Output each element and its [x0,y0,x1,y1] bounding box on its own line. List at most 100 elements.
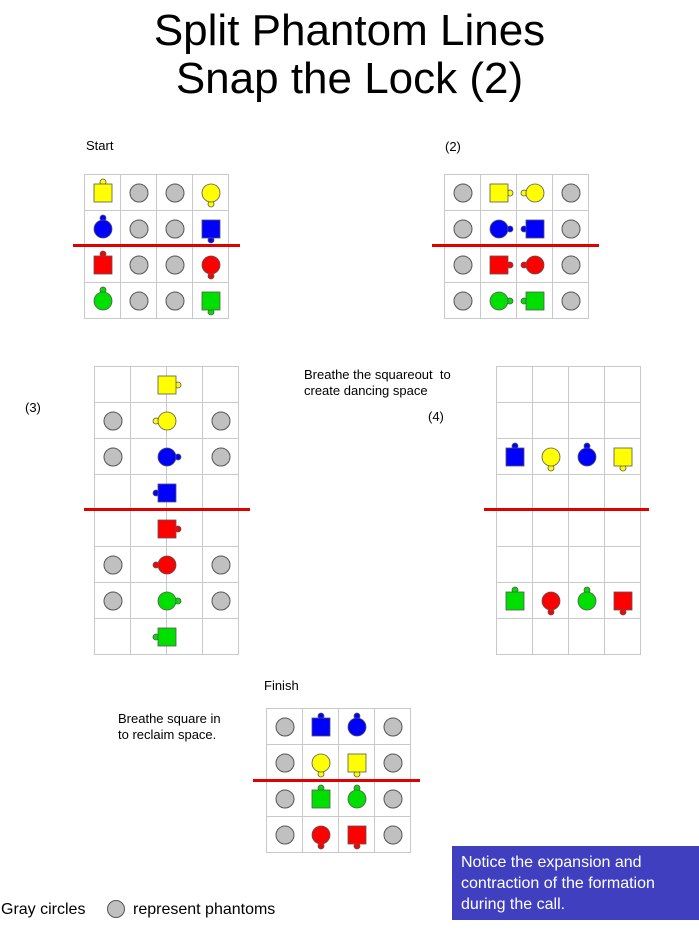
grid-cell [533,511,569,547]
grid-cell [267,709,303,745]
note-text: Notice the expansion and contraction of … [461,854,655,913]
phantom-dancer [165,183,185,203]
grid-cell [497,367,533,403]
grid-cell [167,475,203,511]
grid-cell [303,745,339,781]
yellow-circle-dancer [311,753,331,778]
grid-cell [95,547,131,583]
label-step2: (2) [445,139,461,154]
red-circle-dancer [311,825,331,850]
yellow-square-dancer [613,447,633,472]
grid-step2 [444,174,589,319]
phantom-dancer [165,291,185,311]
grid-cell [533,583,569,619]
grid-cell [517,175,553,211]
grid-cell [167,439,203,475]
title-line-1: Split Phantom Lines [153,6,546,55]
grid-cell [533,619,569,655]
phantom-dancer [561,219,581,239]
grid-cell [131,619,177,655]
legend-phantom-icon [107,900,125,918]
grid-cell [497,511,533,547]
grid-cell [497,403,533,439]
grid-cell [605,367,641,403]
grid-cell [167,403,203,439]
divider-line-finish [253,779,420,782]
phantom-dancer [561,183,581,203]
grid-cell [533,547,569,583]
grid-cell [605,511,641,547]
grid-cell [85,175,121,211]
red-square-dancer [157,519,182,539]
blue-circle-dancer [157,447,182,467]
legend-prefix: Gray circles [1,901,86,918]
grid-cell [481,211,517,247]
grid-cell [605,403,641,439]
phantom-dancer [103,447,123,467]
grid-cell [203,547,239,583]
grid-cell [131,403,177,439]
blue-square-dancer [311,712,331,737]
grid-cell [553,283,589,319]
grid-cell [203,511,239,547]
grid-cell [569,511,605,547]
blue-square-dancer [152,483,177,503]
blue-circle-dancer [577,442,597,467]
phantom-dancer [129,183,149,203]
phantom-dancer [211,555,231,575]
grid-cell [203,475,239,511]
grid-cell [85,211,121,247]
grid-cell [605,475,641,511]
label-finish: Finish [264,678,299,693]
yellow-square-dancer [489,183,514,203]
grid-cell [131,367,182,403]
label-breathe-in: Breathe square in to reclaim space. [118,711,221,742]
grid-cell [95,439,131,475]
yellow-circle-dancer [201,183,221,208]
grid-cell [569,403,605,439]
phantom-dancer [275,789,295,809]
grid-cell [569,547,605,583]
grid-cell [605,547,641,583]
label-breathe-out: Breathe the squareout to create dancing … [304,367,451,398]
grid-cell [203,367,239,403]
phantom-dancer [211,447,231,467]
green-circle-dancer [489,291,514,311]
phantom-dancer [165,255,185,275]
yellow-circle-dancer [152,411,177,431]
green-circle-dancer [577,586,597,611]
divider-line-step2 [432,244,599,247]
grid-cell [339,709,375,745]
grid-cell [85,283,121,319]
grid-cell [375,817,411,853]
grid-cell [267,781,303,817]
grid-cell [131,511,182,547]
grid-cell [131,439,182,475]
grid-cell [481,175,517,211]
note-box: Notice the expansion and contraction of … [452,846,699,920]
grid-cell [203,583,239,619]
grid-cell [375,781,411,817]
grid-cell [193,283,229,319]
grid-cell [553,211,589,247]
yellow-square-dancer [347,753,367,778]
grid-cell [203,439,239,475]
red-circle-dancer [541,591,561,616]
grid-cell [569,583,605,619]
grid-cell [193,175,229,211]
yellow-square-dancer [157,375,182,395]
green-circle-dancer [93,286,113,311]
grid-cell [517,247,553,283]
green-square-dancer [505,586,525,611]
phantom-dancer [103,591,123,611]
phantom-dancer [275,717,295,737]
green-square-dancer [520,291,545,311]
divider-line-step4 [484,508,649,511]
grid-cell [605,583,641,619]
grid-cell [497,547,533,583]
grid-cell [445,175,481,211]
grid-cell [203,619,239,655]
grid-cell [121,211,157,247]
grid-cell [445,283,481,319]
phantom-dancer [129,291,149,311]
